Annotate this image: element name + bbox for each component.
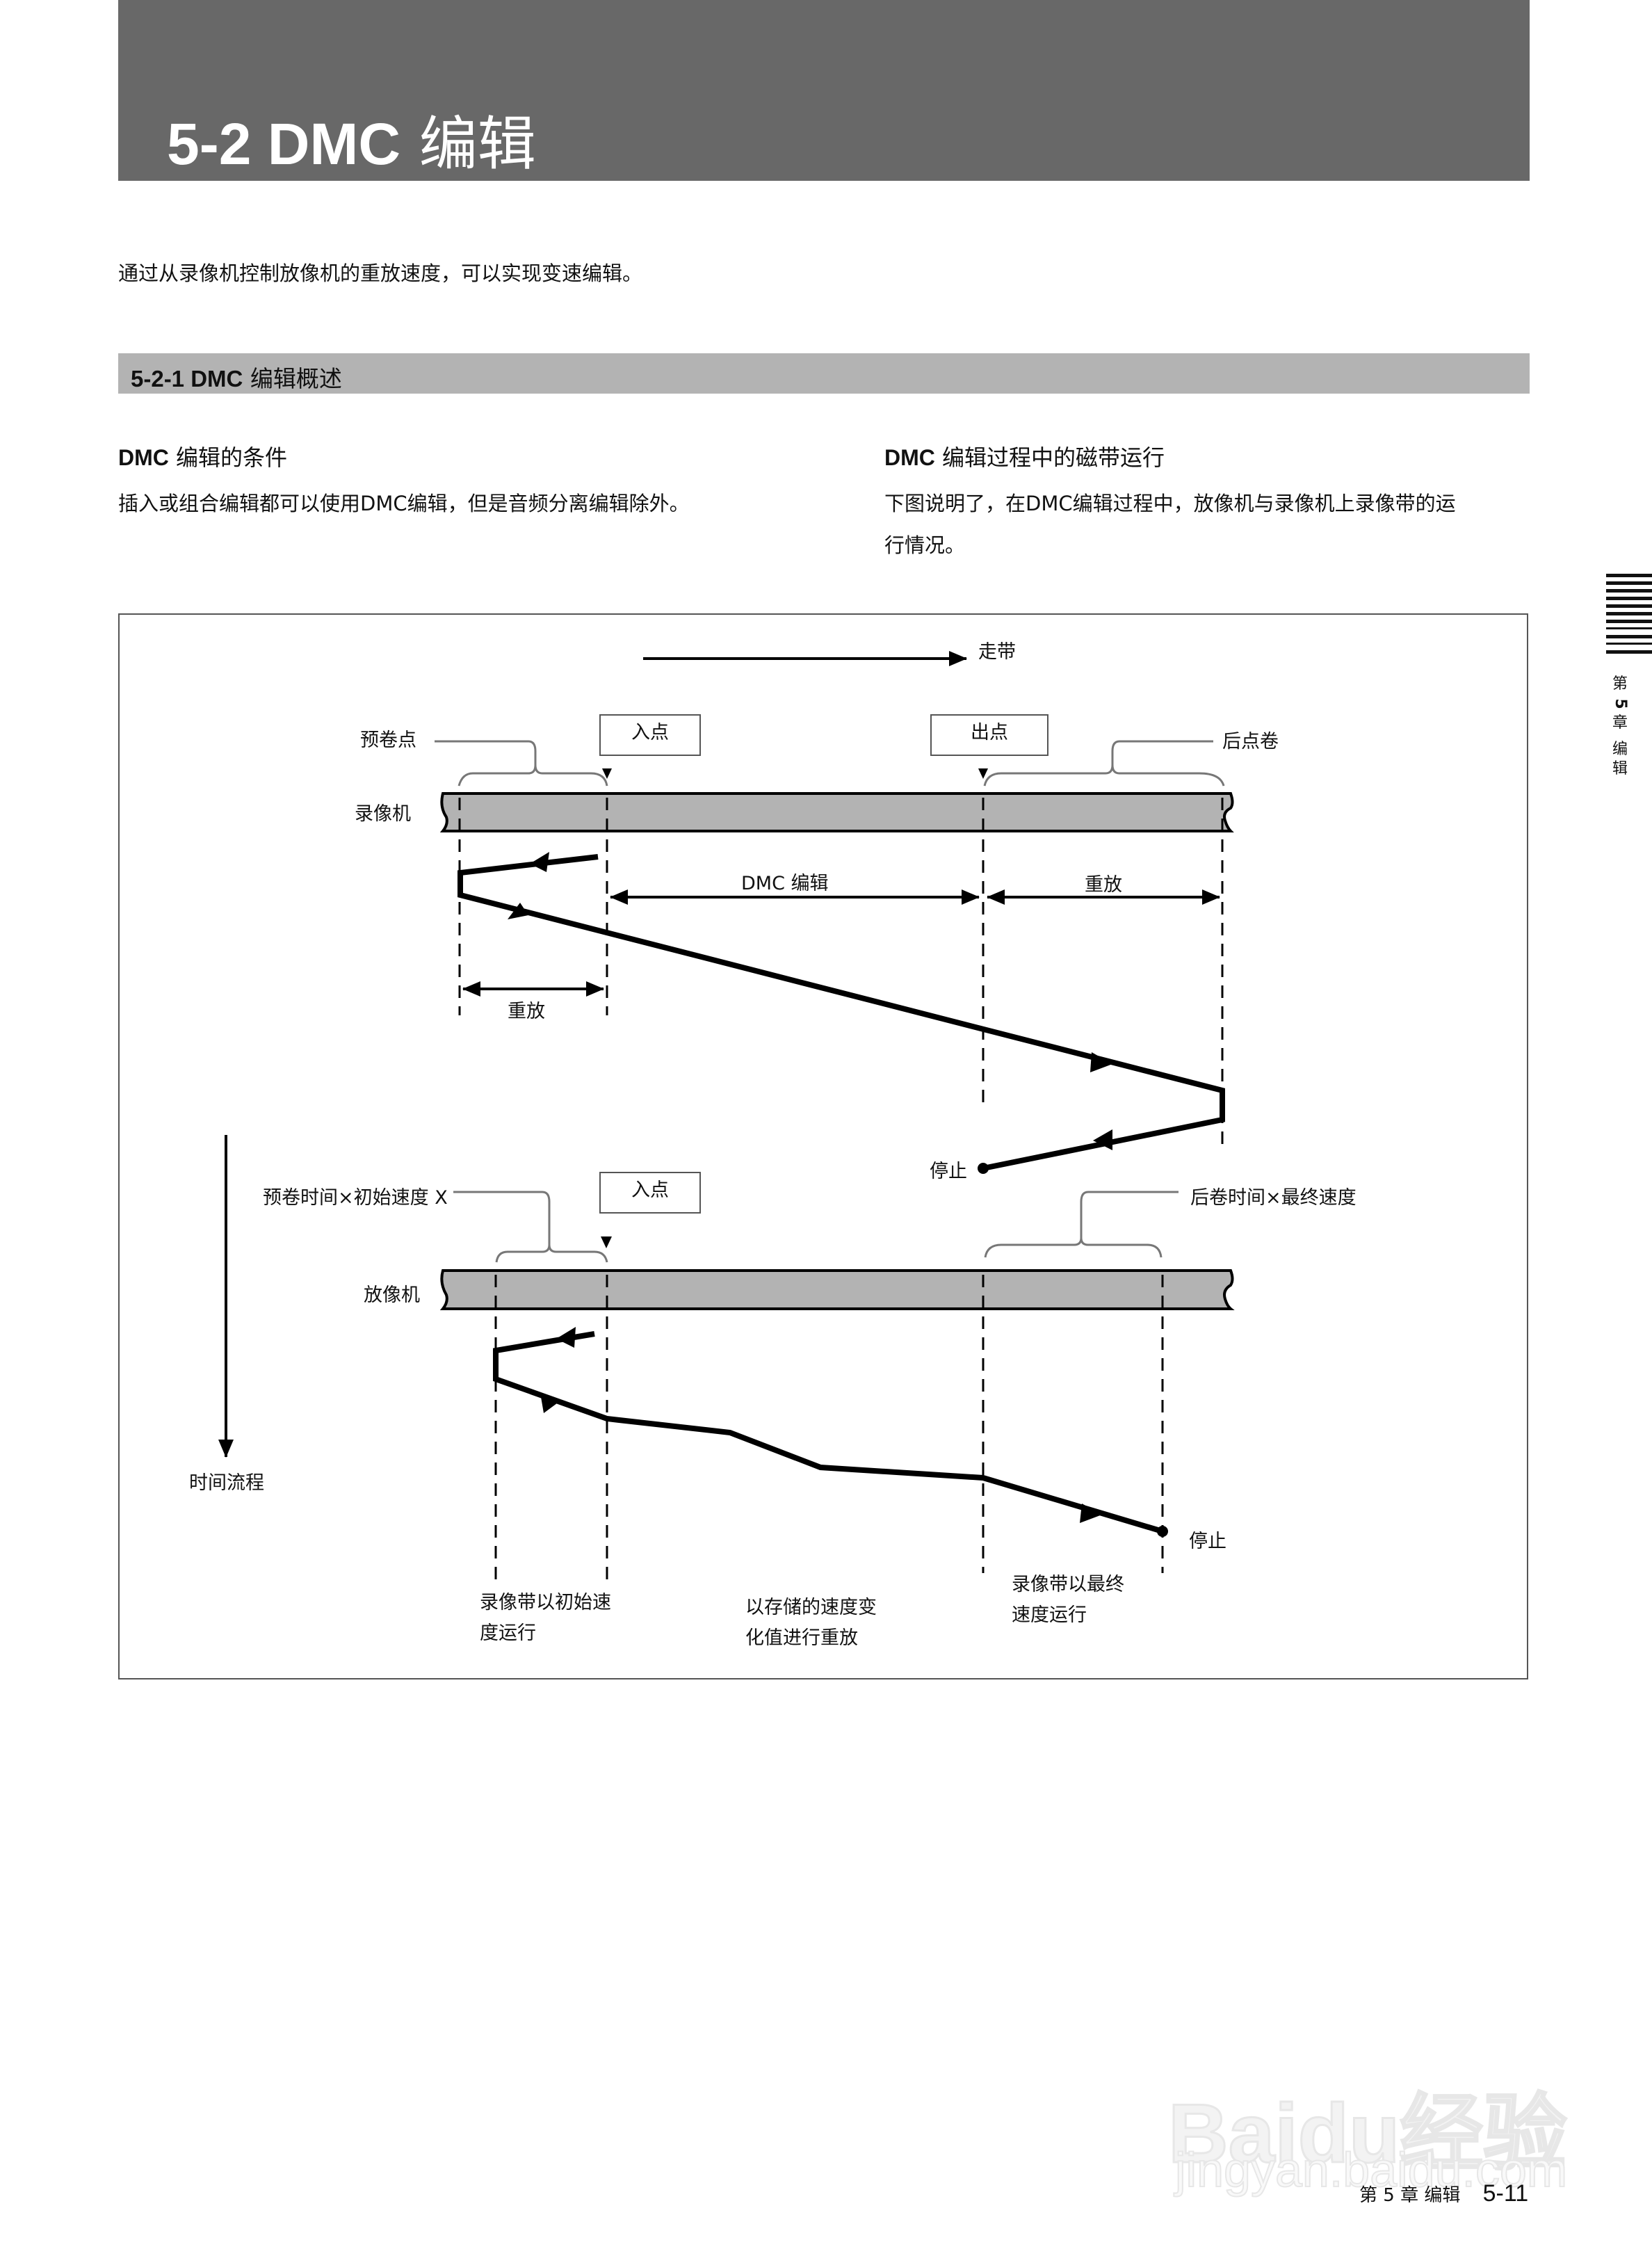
- section-title-text: 编辑概述: [250, 365, 342, 392]
- page-title-text: 编辑: [419, 110, 536, 178]
- player-guide-lines: [494, 1275, 1164, 1582]
- conditions-paragraph: 插入或组合编辑都可以使用DMC编辑，但是音频分离编辑除外。: [118, 492, 690, 515]
- section-heading-bar: 5-2-1 DMC 编辑概述: [118, 353, 1530, 394]
- note-final-speed: 录像带以最终 速度运行: [1012, 1570, 1124, 1631]
- recorder-stop-point-icon: [978, 1163, 989, 1174]
- footer-page-number: 5-11: [1482, 2180, 1529, 2207]
- player-stop-point-icon: [1157, 1526, 1168, 1537]
- note-initial-line1: 录像带以初始速: [480, 1592, 611, 1613]
- recorder-out-point-marker-icon: [978, 768, 988, 779]
- recorder-postroll-label: 后点卷: [1222, 731, 1279, 752]
- footer-chapter: 第 5 章 编辑: [1359, 2185, 1461, 2206]
- dmc-tape-diagram-frame: [118, 613, 1528, 1679]
- recorder-playback-right-label: 重放: [1085, 874, 1122, 896]
- page-title: 5-2 DMC 编辑: [167, 97, 536, 182]
- page-title-number: 5-2 DMC: [167, 111, 401, 177]
- thumb-char: 第: [1612, 675, 1628, 693]
- recorder-tape-motion-path: [457, 854, 1225, 1171]
- player-in-point-marker-icon: [601, 1236, 612, 1248]
- recorder-preroll-label: 预卷点: [360, 730, 416, 751]
- note-final-line1: 录像带以最终: [1012, 1574, 1124, 1595]
- recorder-in-point-marker-icon: [602, 768, 612, 779]
- player-in-point-label: 入点: [631, 1179, 669, 1201]
- player-postroll-label: 后卷时间×最终速度: [1190, 1187, 1357, 1209]
- dmc-edit-span-label: DMC 编辑: [741, 873, 829, 894]
- section-title: 5-2-1 DMC 编辑概述: [131, 360, 342, 394]
- chapter-header-band: 5-2 DMC 编辑: [118, 0, 1530, 181]
- conditions-heading: DMC 编辑的条件: [118, 440, 287, 472]
- player-tape-strip: [439, 1269, 1235, 1310]
- note-initial-line2: 度运行: [480, 1622, 536, 1644]
- recorder-preroll-bracket: [435, 740, 608, 787]
- recorder-out-point-label: 出点: [971, 722, 1008, 743]
- player-stop-label: 停止: [1189, 1531, 1226, 1552]
- note-initial-speed: 录像带以初始速 度运行: [480, 1588, 611, 1649]
- note-stored-line2: 化值进行重放: [745, 1627, 858, 1649]
- note-stored-line1: 以存储的速度变: [745, 1597, 877, 1618]
- note-final-line2: 速度运行: [1012, 1604, 1087, 1626]
- recorder-out-point-box: 出点: [930, 714, 1048, 756]
- note-stored-speed: 以存储的速度变 化值进行重放: [745, 1593, 877, 1654]
- player-postroll-bracket: [984, 1191, 1179, 1258]
- time-flow-label: 时间流程: [189, 1472, 264, 1494]
- player-preroll-bracket: [453, 1191, 608, 1263]
- tape-run-heading: DMC 编辑过程中的磁带运行: [884, 440, 1165, 472]
- player-label: 放像机: [364, 1284, 420, 1306]
- watermark-url: jingyan.baidu.com: [1174, 2142, 1568, 2198]
- tape-run-heading-bold: DMC: [884, 445, 935, 470]
- chapter-thumb-label: 第 5 章 编 辑: [1606, 675, 1634, 779]
- tape-run-paragraph-line2: 行情况。: [884, 533, 966, 557]
- player-direction-arrowheads: [540, 1327, 1102, 1523]
- recorder-guide-lines: [458, 798, 1224, 1147]
- recorder-direction-arrowheads: [508, 852, 1112, 1150]
- thumb-char: 辑: [1612, 760, 1628, 777]
- baidu-watermark: Baidu经验 jingyan.baidu.com: [1167, 2010, 1568, 2198]
- player-tape-motion-path: [493, 1331, 1164, 1534]
- recorder-playback-left-label: 重放: [508, 1001, 545, 1022]
- thumb-char: 章: [1612, 714, 1628, 732]
- recorder-in-point-box: 入点: [599, 714, 701, 756]
- thumb-char: 编: [1612, 741, 1628, 758]
- conditions-heading-bold: DMC: [118, 445, 169, 470]
- conditions-heading-text: 编辑的条件: [176, 444, 288, 471]
- chapter-thumb-tab: [1606, 574, 1652, 658]
- section-number: 5-2-1 DMC: [131, 366, 243, 392]
- intro-paragraph: 通过从录像机控制放像机的重放速度，可以实现变速编辑。: [118, 261, 643, 285]
- tape-run-paragraph-line1: 下图说明了，在DMC编辑过程中，放像机与录像机上录像带的运: [884, 492, 1456, 515]
- recorder-label: 录像机: [355, 803, 411, 825]
- watermark-logo: Baidu经验: [1167, 2086, 1567, 2182]
- recorder-stop-label: 停止: [930, 1161, 967, 1182]
- recorder-tape-strip: [439, 792, 1234, 832]
- page-footer: 第 5 章 编辑 5-11: [1359, 2180, 1528, 2207]
- player-preroll-label: 预卷时间×初始速度 X: [263, 1187, 448, 1209]
- tape-run-heading-text: 编辑过程中的磁带运行: [942, 444, 1165, 471]
- player-in-point-box: 入点: [599, 1172, 701, 1214]
- tape-direction-label: 走带: [978, 641, 1016, 663]
- recorder-in-point-label: 入点: [631, 722, 669, 743]
- recorder-postroll-bracket: [983, 740, 1225, 787]
